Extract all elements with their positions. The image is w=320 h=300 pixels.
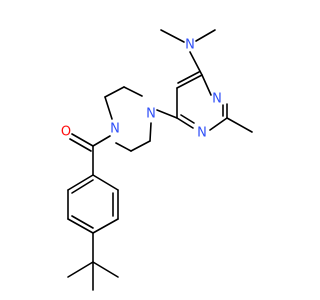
- bond-c4-n3: [201, 74, 212, 96]
- molecule-canvas: N N N N N O: [61, 29, 253, 291]
- atom-n-pyrimidine-upper: N: [212, 92, 222, 107]
- bond-c2-methyl: [226, 117, 253, 133]
- bond-pip-3: [104, 96, 113, 120]
- atom-o-carbonyl: O: [61, 125, 71, 140]
- bond-pip-2: [104, 86, 125, 98]
- bond-benz-4: [67, 218, 94, 234]
- bond-methyl-a: [160, 29, 185, 43]
- bond-amine-ring: [189, 51, 203, 76]
- bond-c6-n1: [176, 117, 194, 129]
- atom-n-piperazine-right: N: [146, 107, 156, 122]
- bond-benz-6: [67, 174, 94, 191]
- bond-c6-n1-double: [180, 114, 195, 124]
- bond-c4-c5: [176, 74, 203, 89]
- bond-pip-6: [149, 122, 152, 142]
- bond-pip-5: [130, 140, 151, 152]
- bond-tbutyl-1: [92, 261, 119, 278]
- bond-benz-6-double: [71, 179, 94, 194]
- bond-ring-piperazine: [156, 109, 178, 119]
- bond-n-carbonyl: [92, 135, 111, 147]
- bond-pip-4: [115, 142, 132, 152]
- bond-benz-4-double: [71, 215, 94, 229]
- atom-n-dimethylamino: N: [185, 38, 195, 53]
- bond-pip-1: [123, 86, 143, 97]
- bond-benz-1: [92, 174, 119, 191]
- bond-methyl-b: [195, 29, 216, 42]
- atom-n-pyrimidine-lower: N: [197, 126, 207, 141]
- bond-carbonyl-o-double: [69, 138, 92, 152]
- bond-n1-c2: [209, 117, 228, 131]
- molecule-structure: N N N N N O: [61, 29, 253, 291]
- bond-benz-3: [92, 218, 119, 234]
- bond-c4-c5-double: [177, 71, 200, 84]
- atom-n-piperazine-left: N: [110, 122, 120, 137]
- bond-carbonyl-o: [71, 133, 94, 147]
- bond-tbutyl-2: [67, 261, 94, 278]
